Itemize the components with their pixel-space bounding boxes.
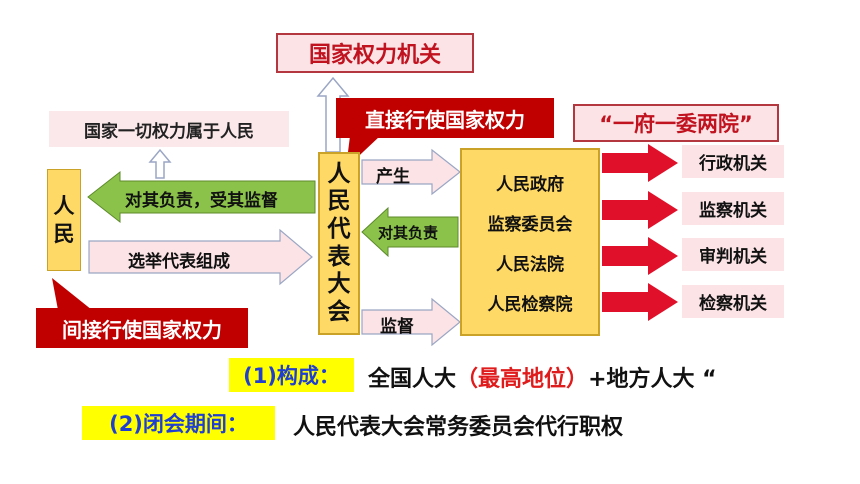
composition-part1: 全国人大 (368, 367, 457, 392)
organ-court: 人民法院 (496, 254, 564, 275)
composition-text: 全国人大（最高地位）+地方人大 “ (368, 361, 717, 393)
green-arrow-responsible (361, 206, 459, 258)
paren-open: （ (456, 367, 479, 392)
direct-exercise-label: 直接行使国家权力 (336, 98, 554, 138)
composition-part2: +地方人大 (588, 367, 695, 392)
label-elect: 选举代表组成 (128, 252, 230, 272)
agency-supervisory: 监察机关 (682, 192, 784, 225)
power-belongs-to-people: 国家一切权力属于人民 (49, 111, 289, 147)
pink-arrow-supervise (361, 297, 461, 347)
agency-judicial: 审判机关 (682, 238, 784, 271)
state-organs-box: 人民政府 监察委员会 人民法院 人民检察院 (460, 148, 600, 336)
red-arrow-procuratorial (602, 283, 678, 321)
up-arrow-npc (316, 76, 350, 153)
pink-arrow-elect (88, 228, 313, 286)
one-gov-one-commission-two-courts: “一府一委两院” (573, 104, 779, 142)
npc-box: 人 民 代 表 大 会 (318, 152, 360, 335)
organ-supervisory-commission: 监察委员会 (487, 214, 573, 235)
npc-char: 代 (327, 215, 351, 242)
indirect-callout-tail (52, 278, 92, 310)
pink-arrow-produce (361, 148, 461, 196)
organ-procuratorate: 人民检察院 (487, 294, 573, 315)
indirect-exercise-label: 间接行使国家权力 (36, 308, 248, 348)
composition-label: (1)构成： (229, 358, 354, 392)
people-box: 人 民 (47, 169, 81, 271)
up-arrow-people (148, 148, 172, 179)
highest-status: 最高地位 (478, 367, 567, 392)
red-arrow-supervision (602, 191, 678, 229)
organ-government: 人民政府 (496, 174, 564, 195)
people-char: 民 (53, 222, 75, 246)
label-responsible: 对其负责 (378, 224, 439, 242)
label-supervise: 监督 (380, 317, 414, 337)
people-char: 人 (53, 193, 75, 218)
composition-trail: “ (702, 367, 717, 392)
agency-procuratorial: 检察机关 (682, 285, 784, 318)
paren-close: ） (566, 367, 589, 392)
label-produce: 产生 (376, 167, 410, 187)
agency-administrative: 行政机关 (682, 145, 784, 178)
recess-text: 人民代表大会常务委员会代行职权 (293, 415, 624, 440)
red-arrow-judicial (602, 237, 678, 275)
npc-char: 民 (327, 188, 351, 215)
npc-char: 表 (327, 243, 351, 270)
national-power-organ-title: 国家权力机关 (276, 33, 474, 73)
green-arrow-responsible-supervised (87, 170, 316, 224)
recess-label: (2)闭会期间： (82, 406, 275, 440)
npc-char: 人 (327, 160, 351, 187)
npc-char: 大 (327, 271, 351, 298)
red-arrow-admin (602, 144, 678, 182)
npc-char: 会 (327, 298, 351, 325)
label-responsible-supervised: 对其负责，受其监督 (125, 191, 278, 211)
